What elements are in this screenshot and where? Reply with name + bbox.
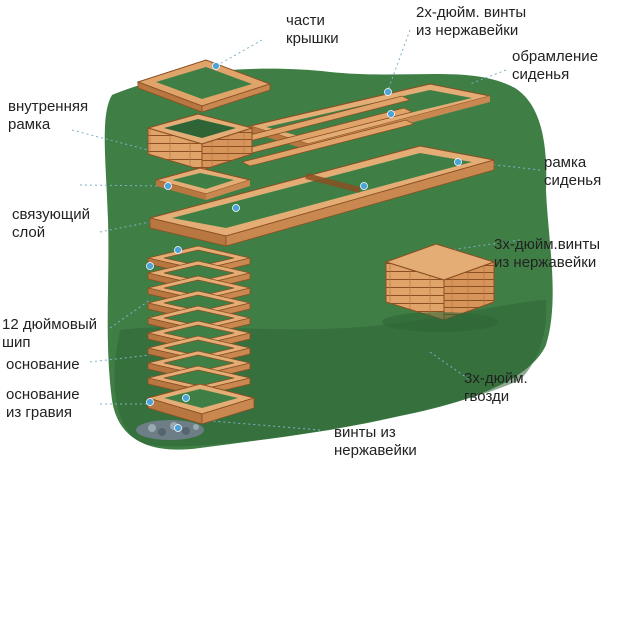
gravel-base (136, 420, 204, 440)
assembled-post (382, 243, 498, 332)
label-nails-3in: 3х-дюйм.гвозди (464, 370, 528, 405)
tenon-layer (163, 369, 235, 387)
seat-frame (149, 145, 495, 247)
leader-lines (71, 29, 541, 431)
inner-frame (146, 113, 254, 171)
base-frame (146, 383, 256, 425)
lid-parts (136, 59, 272, 113)
seat-slats (236, 95, 416, 167)
label-base: основание (6, 356, 80, 373)
screw-markers (146, 62, 462, 432)
